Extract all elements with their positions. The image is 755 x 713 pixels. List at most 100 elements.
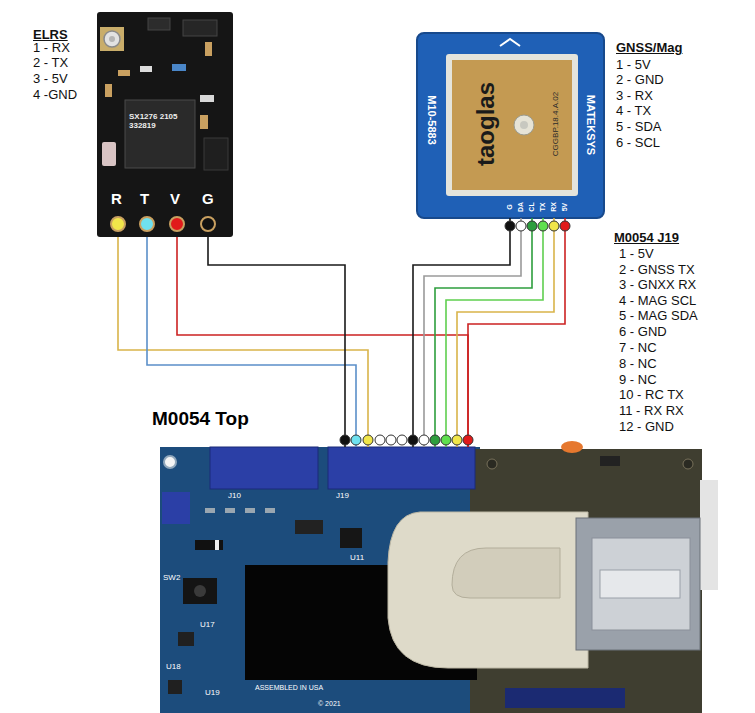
mounting-hole — [487, 459, 497, 469]
feed-point — [514, 115, 534, 135]
pin-name: 5V — [561, 203, 569, 212]
capacitor — [200, 115, 208, 129]
pinout-entry: 2 - GNSS TX — [619, 262, 695, 277]
connector-housing — [328, 447, 475, 489]
capacitor — [118, 70, 130, 76]
pin-dot — [375, 435, 385, 445]
mounting-hole — [683, 459, 693, 469]
pin-name: RX — [550, 202, 558, 212]
module-brand: MATEKSYS — [585, 95, 598, 155]
radio-chip — [125, 100, 195, 168]
module-model: M10-5883 — [426, 95, 439, 145]
pinout-heading: ELRS — [33, 27, 68, 42]
reference-designator: J10 — [228, 491, 241, 500]
pin-name: DA — [517, 202, 525, 212]
display-strip — [505, 688, 625, 708]
ic — [295, 520, 323, 534]
wire — [147, 237, 356, 447]
chip-marking: SX1276 2105 332819 — [129, 112, 181, 130]
pin-dot — [340, 435, 350, 445]
pin-dot — [363, 435, 373, 445]
pinout-entry: 1 - RX — [33, 40, 70, 55]
usb-receptacle — [576, 518, 700, 650]
pin-dot — [441, 435, 451, 445]
reference-designator: U19 — [205, 688, 220, 697]
pinout-entry: 11 - RX RX — [619, 403, 684, 418]
pin-dot — [527, 221, 537, 231]
pin-name: G — [202, 190, 214, 207]
pinout-entry: 12 - GND — [619, 419, 674, 434]
pin-name: TX — [539, 203, 547, 212]
pinout-entry: 3 - GNXX RX — [619, 277, 696, 292]
pinout-entry: 4 - MAG SCL — [619, 293, 696, 308]
smd-part — [204, 138, 228, 170]
pin-dot — [463, 435, 473, 445]
pinout-entry: 6 - GND — [619, 324, 667, 339]
status-led — [102, 142, 116, 166]
patch-antenna — [452, 60, 572, 190]
wire — [457, 218, 554, 447]
reference-designator: U18 — [166, 662, 181, 671]
reference-designator: SW2 — [163, 573, 180, 582]
pin-name: T — [140, 190, 149, 207]
capacitor — [205, 42, 212, 56]
wire — [435, 218, 532, 447]
silkscreen-note: ASSEMBLED IN USA — [255, 684, 323, 692]
pin-dot — [538, 221, 548, 231]
pin-dot — [351, 435, 361, 445]
wire — [413, 218, 510, 447]
resistor — [225, 508, 235, 513]
reference-designator: J19 — [336, 491, 349, 500]
pinout-entry: 2 - TX — [33, 55, 68, 70]
cable-boot-grip — [452, 548, 560, 598]
pinout-entry: 1 - 5V — [616, 57, 651, 72]
pin-name: G — [506, 204, 514, 209]
diode-band — [215, 540, 219, 550]
receiver-pcb — [97, 12, 233, 237]
pin-dot — [549, 221, 559, 231]
pin-dot — [516, 221, 526, 231]
side-part — [700, 480, 718, 590]
gnss-module: taoglasCGGBP.18.4.A.02M10-5883MATEKSYSGD… — [417, 33, 604, 218]
pin-dot — [452, 435, 462, 445]
ic — [340, 528, 362, 548]
pinout-entry: 3 - RX — [616, 88, 653, 103]
antenna-part-number: CGGBP.18.4.A.02 — [551, 92, 560, 156]
controller-board: M0054 TopJ10J19U11SW2U17U18U19ASSEMBLED … — [160, 447, 755, 713]
pinout-entry: 1 - 5V — [619, 246, 654, 261]
usb-slot — [600, 570, 680, 598]
pinout-entry: 10 - RC TX — [619, 387, 684, 402]
feed-pin — [520, 121, 528, 129]
silkscreen-note: © 2021 — [318, 700, 341, 708]
pin-pad — [140, 217, 154, 231]
resistor — [140, 66, 152, 72]
smd-part — [600, 456, 620, 466]
resistor — [245, 508, 255, 513]
capacitor — [105, 84, 112, 97]
pinout-entry: 4 - TX — [616, 103, 651, 118]
cable-boot — [388, 512, 588, 668]
pin-dot — [419, 435, 429, 445]
usb-receptacle-face — [592, 538, 690, 630]
gnss-pcb — [417, 33, 604, 218]
pinout-entry: 9 - NC — [619, 372, 657, 387]
resistor — [205, 508, 215, 513]
wire — [446, 218, 543, 447]
pinout-heading: GNSS/Mag — [616, 40, 682, 55]
ic — [178, 632, 194, 646]
resistor — [200, 95, 214, 102]
reference-designator: U11 — [350, 553, 364, 562]
pin-pad — [201, 217, 215, 231]
pinout-entry: 7 - NC — [619, 340, 657, 355]
antenna-connector-pin — [109, 36, 115, 42]
pinout-entry: 5 - SDA — [616, 119, 662, 134]
connector-housing — [162, 492, 190, 524]
wire — [118, 237, 368, 447]
switch — [183, 578, 217, 604]
smd-part — [148, 18, 170, 30]
board-title: M0054 Top — [152, 408, 249, 430]
orientation-arrow — [500, 39, 520, 46]
pin-name: CL — [528, 202, 536, 211]
wire — [468, 218, 565, 447]
